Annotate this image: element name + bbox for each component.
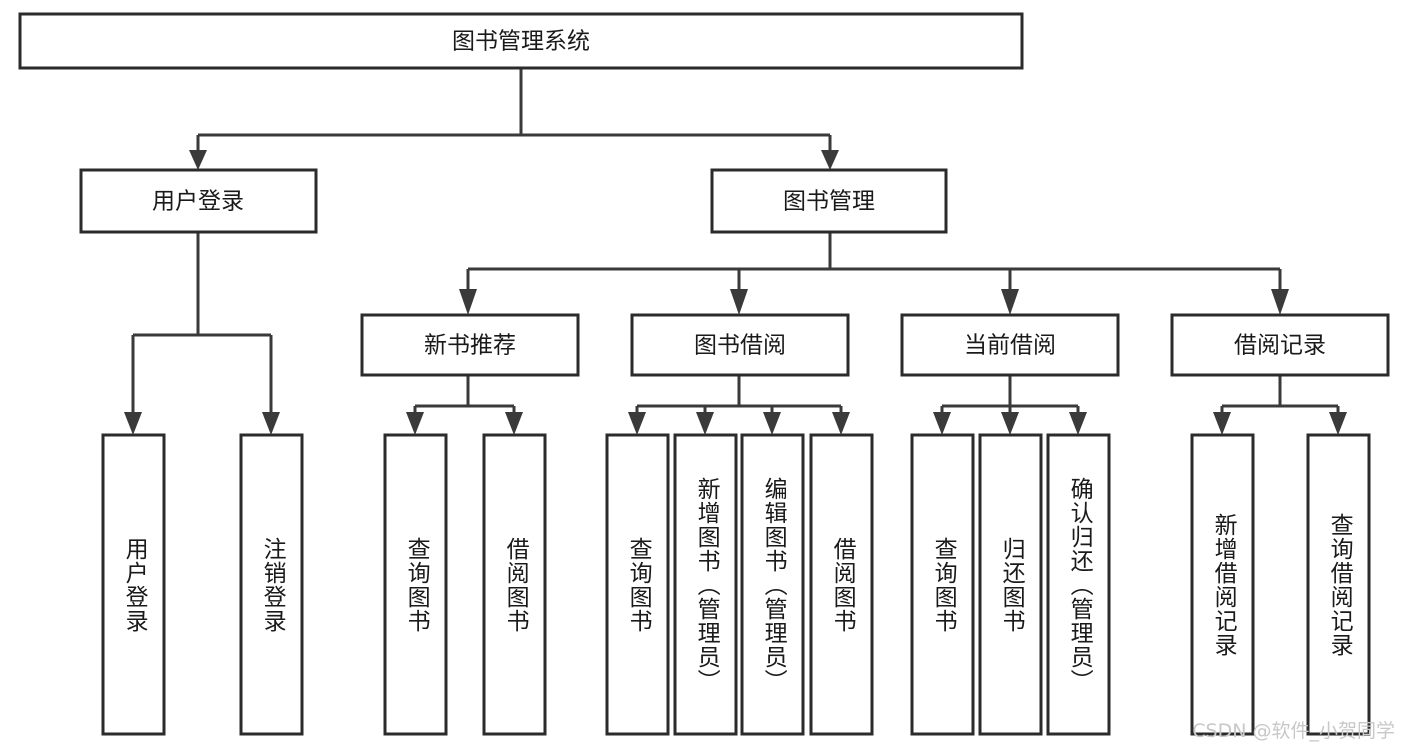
node-leaf-return-book[interactable]: 归还图书	[978, 433, 1043, 736]
node-current-borrow-label: 当前借阅	[964, 333, 1056, 359]
arrow-head-leaf-user-login	[124, 412, 142, 435]
node-new-book-recommend-label: 新书推荐	[424, 333, 516, 359]
node-leaf-add-borrow-record-box[interactable]	[1190, 433, 1255, 736]
node-leaf-query-borrow-record-box[interactable]	[1306, 433, 1371, 736]
node-leaf-edit-book-admin-box[interactable]	[740, 433, 805, 736]
arrow-head-leaf-query-book-1	[406, 412, 424, 435]
node-leaf-return-book-label: 归还图书	[998, 536, 1025, 633]
node-user-login[interactable]: 用户登录	[79, 168, 318, 234]
edge-group	[124, 68, 1347, 435]
node-leaf-edit-book-admin[interactable]: 编辑图书（管理员）	[740, 433, 805, 736]
node-borrow-record[interactable]: 借阅记录	[1170, 313, 1390, 377]
node-book-management[interactable]: 图书管理	[710, 168, 948, 234]
node-leaf-query-book-1-box[interactable]	[383, 433, 448, 736]
node-leaf-query-book-1[interactable]: 查询图书	[383, 433, 448, 736]
arrow-head-leaf-query-book-3	[933, 412, 951, 435]
node-leaf-confirm-return-admin-label: 确认归还（管理员）	[1066, 476, 1093, 693]
node-book-management-box[interactable]	[710, 168, 948, 234]
arrow-head-current-borrow	[1001, 289, 1019, 315]
node-leaf-add-book-admin-box[interactable]	[673, 433, 738, 736]
node-book-management-label: 图书管理	[783, 189, 875, 215]
arrow-head-user-login	[189, 150, 207, 170]
node-leaf-user-login[interactable]: 用户登录	[101, 433, 166, 736]
node-leaf-borrow-book-1-box[interactable]	[482, 433, 547, 736]
node-leaf-edit-book-admin-label: 编辑图书（管理员）	[760, 476, 787, 693]
node-root-label: 图书管理系统	[452, 29, 590, 55]
node-leaf-query-book-2-label: 查询图书	[625, 536, 652, 633]
node-leaf-return-book-box[interactable]	[978, 433, 1043, 736]
node-leaf-query-borrow-record[interactable]: 查询借阅记录	[1306, 433, 1371, 736]
node-leaf-borrow-book-2-box[interactable]	[809, 433, 874, 736]
node-book-borrow-label: 图书借阅	[694, 333, 786, 359]
node-leaf-logout-login-box[interactable]	[239, 433, 304, 736]
arrow-head-leaf-query-borrow-record	[1329, 412, 1347, 435]
node-book-borrow-box[interactable]	[630, 313, 850, 377]
arrow-head-borrow-record	[1271, 289, 1289, 315]
arrow-head-leaf-borrow-book-2	[832, 412, 850, 435]
node-leaf-logout-login[interactable]: 注销登录	[239, 433, 304, 736]
arrow-head-leaf-add-borrow-record	[1213, 412, 1231, 435]
node-leaf-add-book-admin[interactable]: 新增图书（管理员）	[673, 433, 738, 736]
arrow-head-leaf-confirm-return-admin	[1069, 412, 1087, 435]
node-leaf-add-book-admin-label: 新增图书（管理员）	[693, 476, 720, 693]
node-user-login-label: 用户登录	[152, 189, 244, 215]
arrow-head-leaf-logout-login	[262, 412, 280, 435]
node-leaf-user-login-label: 用户登录	[121, 536, 148, 633]
node-user-login-box[interactable]	[79, 168, 318, 234]
node-leaf-borrow-book-2-label: 借阅图书	[829, 536, 856, 633]
node-leaf-add-borrow-record-label: 新增借阅记录	[1210, 512, 1237, 657]
node-leaf-query-borrow-record-label: 查询借阅记录	[1326, 512, 1353, 657]
node-new-book-recommend-box[interactable]	[360, 313, 580, 377]
node-book-borrow[interactable]: 图书借阅	[630, 313, 850, 377]
node-root[interactable]: 图书管理系统	[18, 12, 1024, 70]
node-current-borrow-box[interactable]	[900, 313, 1120, 377]
arrow-head-book-management	[821, 150, 839, 170]
node-leaf-add-borrow-record[interactable]: 新增借阅记录	[1190, 433, 1255, 736]
arrow-head-leaf-edit-book-admin	[763, 412, 781, 435]
node-current-borrow[interactable]: 当前借阅	[900, 313, 1120, 377]
node-leaf-query-book-3[interactable]: 查询图书	[910, 433, 975, 736]
node-leaf-confirm-return-admin[interactable]: 确认归还（管理员）	[1046, 433, 1111, 736]
node-borrow-record-label: 借阅记录	[1234, 333, 1326, 359]
node-leaf-query-book-3-label: 查询图书	[930, 536, 957, 633]
node-leaf-logout-login-label: 注销登录	[259, 536, 286, 633]
arrow-head-book-borrow	[730, 289, 748, 315]
node-leaf-borrow-book-1[interactable]: 借阅图书	[482, 433, 547, 736]
arrow-head-leaf-return-book	[1001, 412, 1019, 435]
arrow-head-leaf-query-book-2	[628, 412, 646, 435]
arrow-head-leaf-add-book-admin	[696, 412, 714, 435]
node-leaf-user-login-box[interactable]	[101, 433, 166, 736]
node-leaf-query-book-2-box[interactable]	[605, 433, 670, 736]
node-leaf-borrow-book-1-label: 借阅图书	[502, 536, 529, 633]
node-leaf-query-book-3-box[interactable]	[910, 433, 975, 736]
arrow-head-new-book-recommend	[459, 289, 477, 315]
node-leaf-confirm-return-admin-box[interactable]	[1046, 433, 1111, 736]
node-leaf-borrow-book-2[interactable]: 借阅图书	[809, 433, 874, 736]
node-leaf-query-book-2[interactable]: 查询图书	[605, 433, 670, 736]
node-root-box[interactable]	[18, 12, 1024, 70]
node-new-book-recommend[interactable]: 新书推荐	[360, 313, 580, 377]
arrow-head-leaf-borrow-book-1	[505, 412, 523, 435]
node-leaf-query-book-1-label: 查询图书	[403, 536, 430, 633]
node-borrow-record-box[interactable]	[1170, 313, 1390, 377]
csdn-watermark: CSDN @软件_小贺同学	[1192, 720, 1395, 742]
